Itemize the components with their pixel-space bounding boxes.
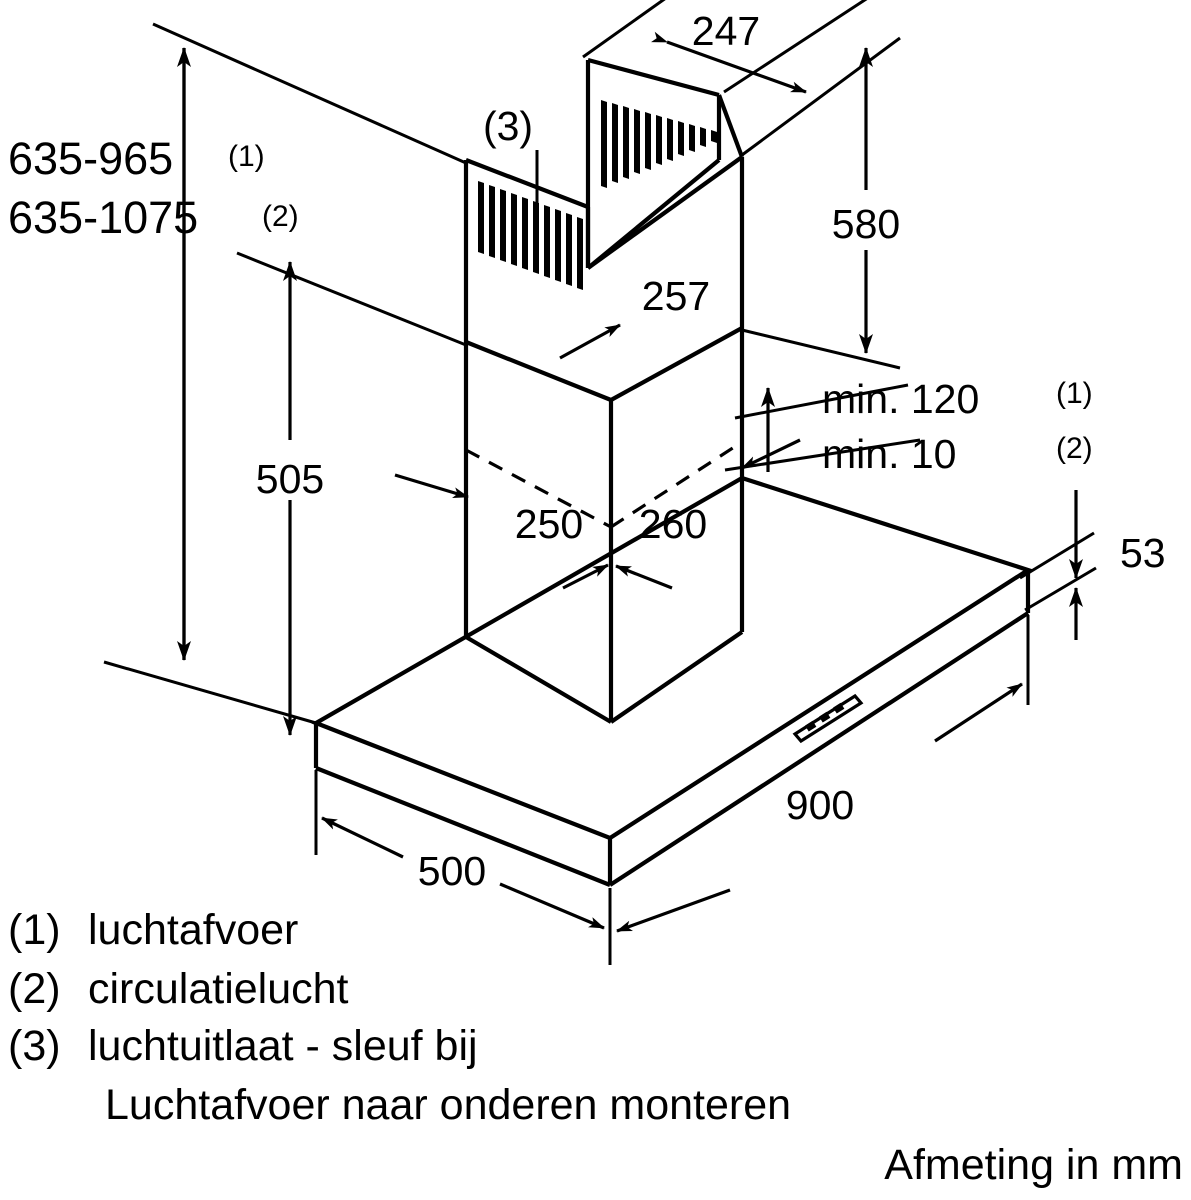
dim900-arrow-left: [616, 888, 731, 933]
control-button-2[interactable]: [819, 711, 831, 723]
legend-ref-2: (2): [8, 965, 61, 1013]
legend-footer-units: Afmeting in mm: [884, 1141, 1183, 1189]
dim900-label: 900: [786, 782, 854, 828]
canopy-front-right-bottom: [608, 611, 1030, 887]
canopy-to-chimney-dimension: 505: [236, 251, 467, 736]
dim500-arrow-left: [321, 816, 404, 859]
air-outlet-ref-label: (3): [483, 103, 533, 149]
upper-chimney-front-top: [465, 158, 589, 209]
min-clearance-2-label: min. 10: [822, 431, 956, 477]
legend-text-3: luchtuitlaat - sleuf bij: [88, 1022, 478, 1070]
canopy-depth-dimension: 500: [314, 770, 612, 965]
height-extension-upper: [152, 22, 467, 165]
dim505-label: 505: [256, 456, 324, 502]
lower-chimney-top-right: [609, 326, 744, 402]
upper-chimney-corner-right: [717, 94, 744, 158]
dim250-label: 250: [515, 501, 583, 547]
dim580-label: 580: [832, 201, 900, 247]
dim260-arrow-right: [615, 564, 673, 590]
hood-canopy: [311, 475, 1033, 887]
dim250-arrow: [394, 473, 469, 499]
hidden-edge-right: [610, 440, 743, 529]
dim247-arrow: [651, 31, 807, 94]
canopy-thickness-dimension: 53: [1019, 490, 1166, 640]
upper-chimney-top-back-left: [587, 57, 720, 98]
chimney-height-dimension: 580: [741, 36, 901, 370]
overall-height-dimension: [103, 22, 467, 725]
dim260-arrow-left: [562, 563, 609, 590]
minclear-arrow-down: [741, 438, 801, 470]
height-range-1-label: 635-965: [8, 133, 173, 184]
legend-ref-3: (3): [8, 1022, 61, 1070]
hidden-edges: [465, 440, 743, 529]
air-outlet-callout: (3): [483, 103, 539, 230]
upper-chimney-edge-lower-right: [586, 155, 744, 270]
hidden-edge-left: [465, 448, 612, 529]
chimney-top-depth-dimension: 247: [582, 0, 868, 94]
canopy-width-dimension: 900: [616, 615, 1030, 933]
control-button-3[interactable]: [833, 702, 845, 714]
height-range-2-ref: (2): [262, 200, 299, 233]
dim505-extension-top: [236, 251, 467, 347]
height-range-1-ref: (1): [228, 140, 265, 173]
dim53-ext-bottom: [1024, 566, 1097, 612]
dim500-arrow-right: [499, 882, 605, 930]
dim900-arrow-right: [934, 682, 1023, 743]
dim257-arrow: [559, 323, 621, 360]
height-extension-lower: [103, 660, 317, 725]
legend-continuation: Luchtafvoer naar onderen monteren: [105, 1081, 791, 1129]
height-range-2-label: 635-1075: [8, 192, 198, 243]
legend-text-1: luchtafvoer: [88, 906, 298, 954]
dim247-label: 247: [692, 8, 760, 54]
dim500-label: 500: [418, 848, 486, 894]
min-clearance-dimension: [724, 383, 921, 472]
control-panel[interactable]: [792, 693, 864, 744]
legend-ref-1: (1): [8, 906, 61, 954]
lower-chimney-top-left: [465, 340, 612, 402]
air-outlet-slots-back: [601, 100, 717, 188]
air-outlet-slots-front: [478, 181, 583, 290]
canopy-front-left-bottom: [315, 766, 611, 887]
lower-chimney-bottom-right: [609, 630, 744, 724]
minclear-ext-top: [734, 383, 909, 420]
control-button-1[interactable]: [805, 720, 817, 732]
upper-chimney: [463, 57, 745, 342]
lower-chimney: [463, 326, 745, 724]
min-clearance-1-ref: (1): [1056, 377, 1093, 410]
dim53-ext-top: [1019, 531, 1095, 580]
dim580-ext-top: [741, 36, 901, 157]
min-clearance-2-ref: (2): [1056, 432, 1093, 465]
legend-block: (1) luchtafvoer (2) circulatielucht (3) …: [8, 906, 1183, 1189]
chimney-lower-depth-dimension: 250: [394, 473, 583, 547]
dim247-ext-left: [582, 0, 666, 59]
dim53-label: 53: [1120, 530, 1166, 576]
chimney-lower-width-dimension: 260: [562, 501, 707, 590]
legend-text-2: circulatielucht: [88, 965, 349, 1013]
dim260-label: 260: [639, 501, 707, 547]
lower-chimney-bottom-left: [464, 635, 613, 724]
min-clearance-1-label: min. 120: [822, 376, 979, 422]
dim580-ext-bottom: [741, 328, 901, 370]
dim257-label: 257: [642, 273, 710, 319]
chimney-upper-width-dimension: 257: [559, 273, 710, 360]
